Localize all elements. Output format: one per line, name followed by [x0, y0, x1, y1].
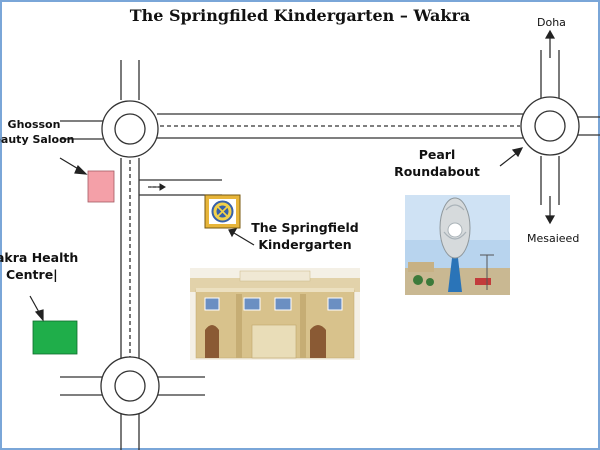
mesaieed-arrow — [544, 196, 556, 225]
ghosson-salon-label-line1: Ghosson — [7, 118, 61, 131]
doha-arrow — [544, 29, 556, 58]
mesaieed-label: Mesaieed — [527, 232, 580, 245]
pearl-label-line1: Pearl — [418, 147, 456, 162]
health-centre-label-line1: akra Health — [0, 250, 79, 265]
map-title: The Springfiled Kindergarten – Wakra — [129, 6, 471, 25]
school-logo-icon — [204, 194, 241, 229]
doha-label: Doha — [537, 16, 566, 29]
pearl-monument-photo — [405, 195, 510, 295]
kindergarten-pointer-arrow — [228, 228, 255, 246]
road-network — [60, 50, 600, 450]
roundabout-pearl — [520, 96, 580, 156]
health-centre-label: akra Health Centre| — [0, 250, 80, 284]
health-centre-label-line2: Centre| — [6, 266, 58, 282]
pearl-label-line2: Roundabout — [394, 163, 480, 179]
springfield-label-line1: The Springfield — [251, 220, 359, 235]
health-centre-marker — [32, 320, 78, 355]
roundabout-south — [100, 356, 160, 416]
salon-marker — [87, 170, 115, 203]
street-arrow — [150, 183, 166, 191]
roundabout-west — [101, 100, 159, 158]
kindergarten-building-photo — [190, 268, 360, 360]
springfield-label-line2: Kindergarten — [258, 236, 352, 252]
ghosson-salon-label: Ghosson eauty Saloon — [0, 118, 76, 148]
salon-pointer-arrow — [59, 157, 88, 175]
ghosson-salon-label-line2: eauty Saloon — [0, 132, 75, 146]
health-pointer-arrow — [29, 295, 44, 322]
pearl-pointer-arrow — [499, 147, 524, 167]
pearl-roundabout-label: Pearl Roundabout — [386, 147, 488, 181]
springfield-kindergarten-label: The Springfield Kindergarten — [248, 220, 362, 254]
